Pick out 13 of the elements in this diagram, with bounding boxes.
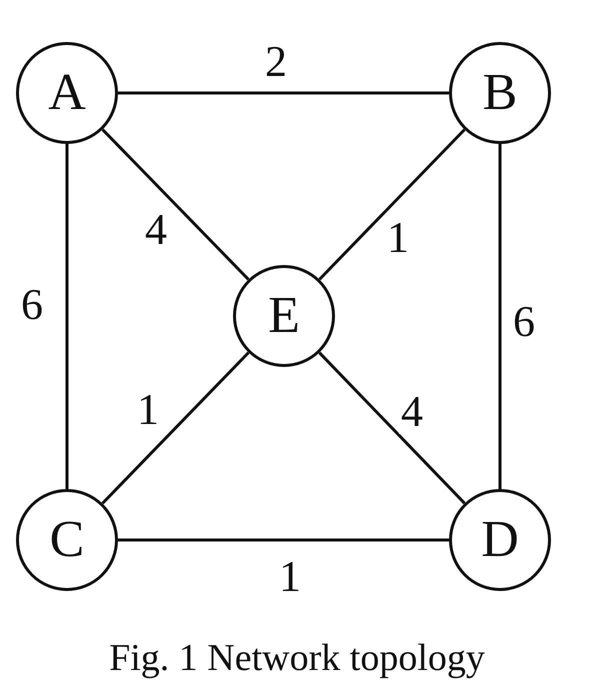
connector-line xyxy=(318,352,466,504)
connector-line xyxy=(118,92,449,94)
connector-line xyxy=(318,128,466,280)
node-label: A xyxy=(48,67,86,119)
node-label: B xyxy=(482,67,518,119)
node-label: E xyxy=(268,290,300,342)
connector-line xyxy=(102,128,250,280)
node-label: D xyxy=(481,514,519,566)
connector-line xyxy=(101,352,250,504)
connector-line xyxy=(118,538,449,542)
connector-line xyxy=(66,144,68,489)
node-label: C xyxy=(50,514,84,566)
figure-caption: Fig. 1 Network topology xyxy=(108,636,486,680)
